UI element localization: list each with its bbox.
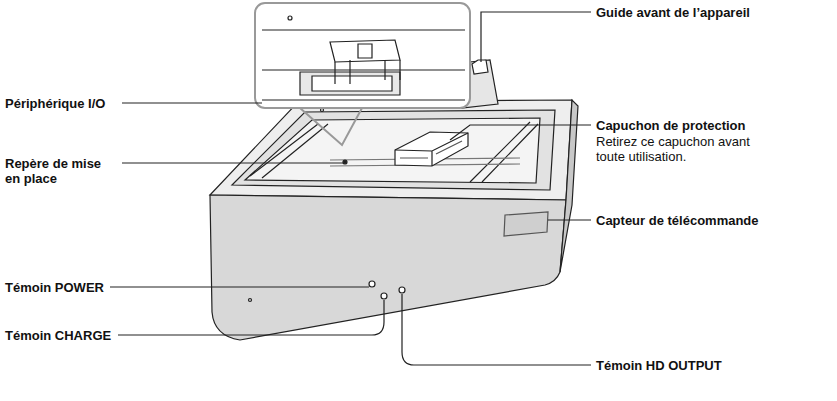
detail-inset: [255, 3, 470, 145]
part-label: Témoin POWER: [5, 280, 115, 295]
part-note: Retirez ce capuchon avant toute utilisat…: [596, 134, 776, 164]
part-label: Repère de mise en place: [5, 156, 117, 186]
part-label: Capteur de télécommande: [596, 213, 832, 228]
part-label: Périphérique I/O: [5, 96, 123, 111]
part-label: Témoin HD OUTPUT: [596, 358, 832, 373]
leader-lines: [110, 12, 591, 365]
part-label: Témoin CHARGE: [5, 328, 120, 343]
part-label: Capuchon de protection: [596, 118, 832, 133]
part-label: Guide avant de l’appareil: [596, 5, 832, 20]
